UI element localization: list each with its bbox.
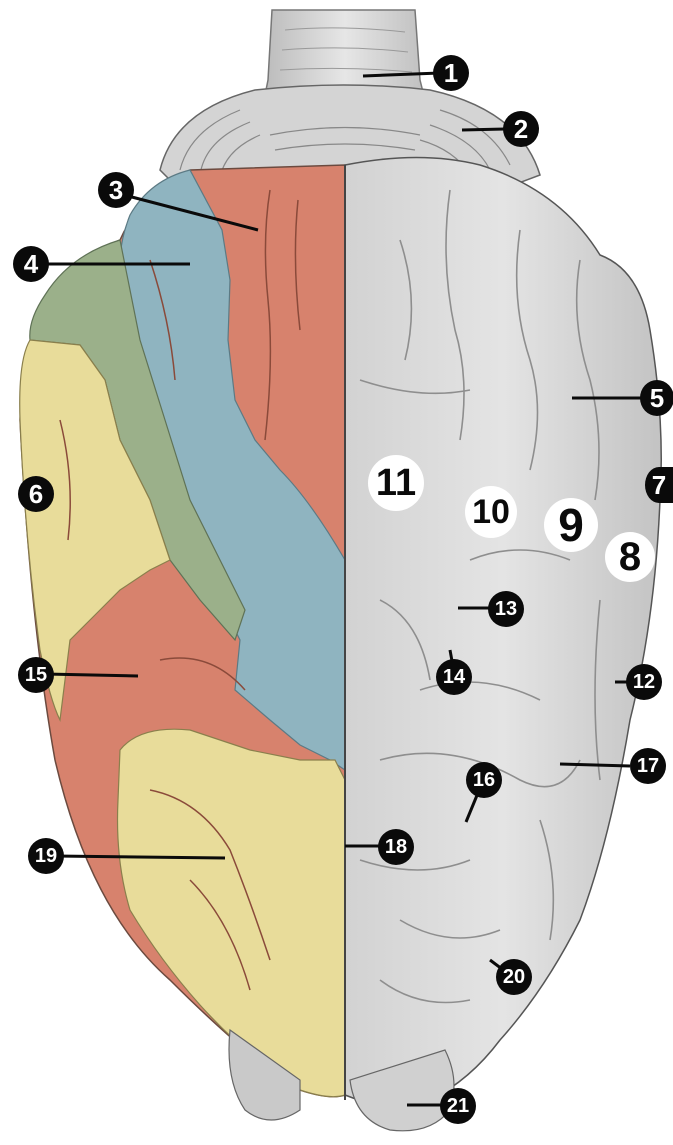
label-8: 8 <box>605 532 655 582</box>
label-17: 17 <box>630 748 666 784</box>
label-7: 7 <box>645 467 673 503</box>
label-13: 13 <box>488 591 524 627</box>
label-20: 20 <box>496 959 532 995</box>
label-2: 2 <box>503 111 539 147</box>
label-6: 6 <box>18 476 54 512</box>
label-15: 15 <box>18 657 54 693</box>
label-10: 10 <box>465 486 517 538</box>
label-14: 14 <box>436 659 472 695</box>
label-21: 21 <box>440 1088 476 1124</box>
label-16: 16 <box>466 762 502 798</box>
label-5: 5 <box>640 380 673 416</box>
label-18: 18 <box>378 829 414 865</box>
label-1: 1 <box>433 55 469 91</box>
label-19: 19 <box>28 838 64 874</box>
label-4: 4 <box>13 246 49 282</box>
label-9: 9 <box>544 498 598 552</box>
label-11: 11 <box>368 455 424 511</box>
label-3: 3 <box>98 172 134 208</box>
label-12: 12 <box>626 664 662 700</box>
